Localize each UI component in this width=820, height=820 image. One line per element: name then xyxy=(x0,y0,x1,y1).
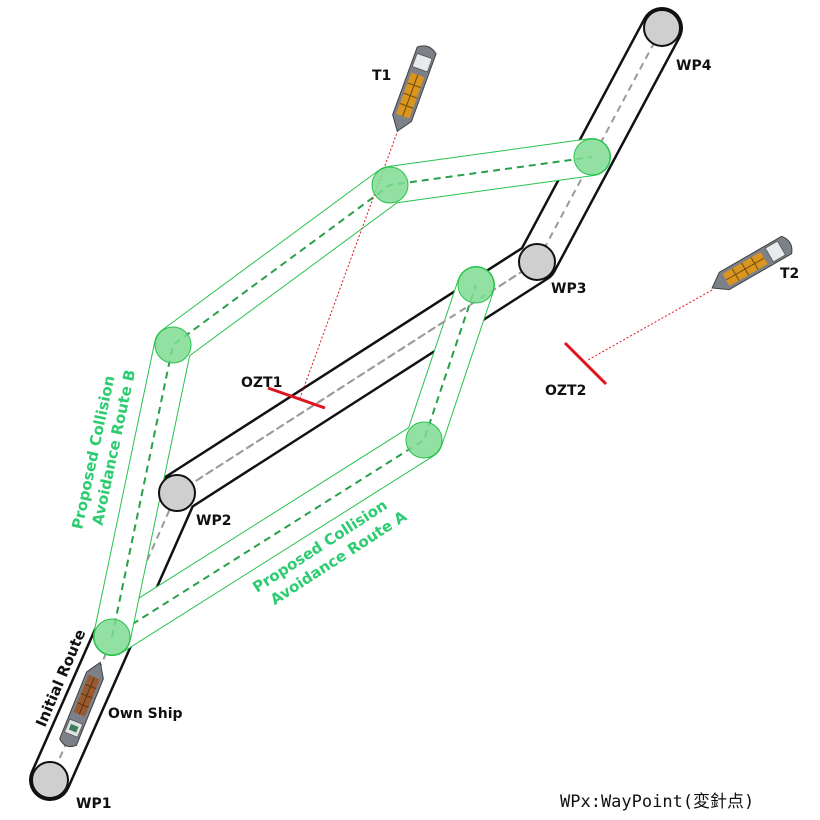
wp4-marker xyxy=(643,9,681,47)
wp2-marker xyxy=(158,474,196,512)
waypoint-legend: WPx:WayPoint(変針点) xyxy=(560,792,754,812)
t2-bearing-line xyxy=(587,289,713,361)
t2-label: T2 xyxy=(780,266,799,282)
own-ship-label: Own Ship xyxy=(108,706,183,722)
route-a-centerline xyxy=(111,284,477,638)
wp1-marker xyxy=(31,761,69,799)
wp4-label: WP4 xyxy=(676,58,712,74)
route-a-point-2 xyxy=(457,266,495,304)
route-b-point-1 xyxy=(154,326,192,364)
avoidance-route-b xyxy=(93,138,611,656)
t1-bearing-line xyxy=(299,129,399,399)
ozt1-marker xyxy=(267,386,326,410)
t1-label: T1 xyxy=(372,68,391,84)
wp3-label: WP3 xyxy=(551,281,586,297)
t2-ship-icon xyxy=(711,235,793,291)
route-b-point-3 xyxy=(573,138,611,176)
own-ship-icon xyxy=(59,661,104,748)
ozt2-label: OZT2 xyxy=(545,383,586,399)
wp1-label: WP1 xyxy=(76,796,111,812)
wp3-marker xyxy=(518,243,556,281)
route-b-point-2 xyxy=(371,166,409,204)
route-b-centerline xyxy=(111,156,593,638)
t1-ship-icon xyxy=(392,45,437,133)
route-a-point-1 xyxy=(405,421,443,459)
ozt1-label: OZT1 xyxy=(241,375,282,391)
avoidance-point-start xyxy=(93,618,131,656)
wp2-label: WP2 xyxy=(196,513,231,529)
ozt2-marker xyxy=(563,341,608,386)
